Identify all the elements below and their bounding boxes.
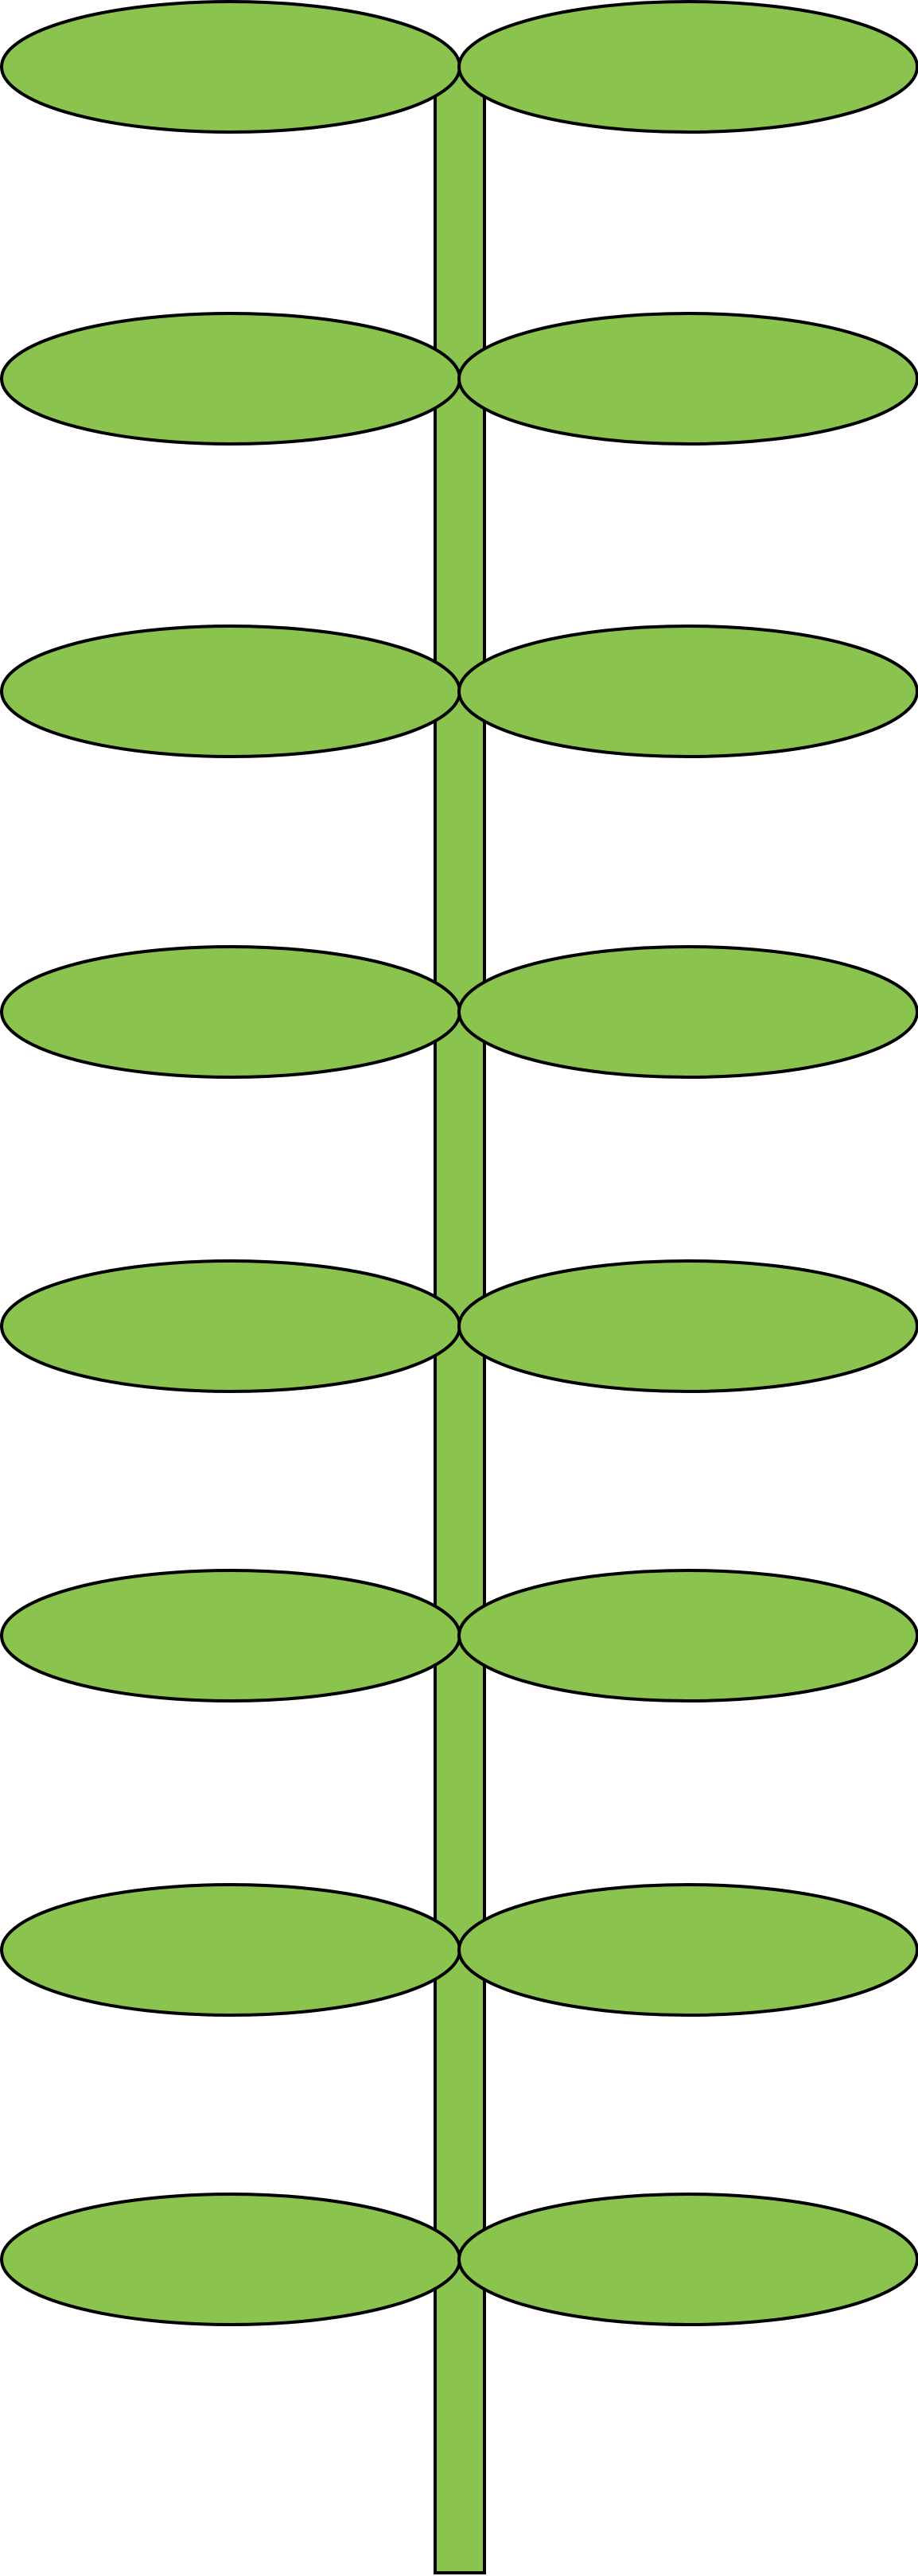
- leaf-pairs: [0, 0, 918, 2326]
- stem-segment: [434, 65, 486, 383]
- stem-segment: [434, 380, 486, 697]
- right-leaf: [457, 945, 918, 1079]
- stem-segment: [434, 1949, 486, 2267]
- stem-segment: [434, 1006, 486, 1329]
- stem-segment: [434, 694, 486, 1009]
- right-leaf: [457, 1259, 918, 1393]
- left-leaf: [0, 945, 461, 1079]
- left-leaf: [0, 2193, 461, 2326]
- leaf-pair: [0, 945, 918, 1079]
- stem-segment: [434, 2264, 486, 2574]
- left-leaf: [0, 1883, 461, 2017]
- leaf-pair: [0, 312, 918, 446]
- left-leaf: [0, 0, 461, 134]
- right-leaf: [457, 1569, 918, 1702]
- leaf-pair: [0, 1569, 918, 1702]
- right-leaf: [457, 312, 918, 446]
- leaf-pair: [0, 2193, 918, 2326]
- stem-segment: [434, 1640, 486, 1952]
- right-leaf: [457, 2193, 918, 2326]
- left-leaf: [0, 1259, 461, 1393]
- left-leaf: [0, 625, 461, 758]
- right-leaf: [457, 1883, 918, 2017]
- leaf-pair: [0, 1259, 918, 1393]
- leaf-pair: [0, 1883, 918, 2017]
- leaf-pair: [0, 0, 918, 134]
- left-leaf: [0, 312, 461, 446]
- leaf-pair: [0, 625, 918, 758]
- right-leaf: [457, 625, 918, 758]
- right-leaf: [457, 0, 918, 134]
- stem-segment: [434, 1325, 486, 1644]
- left-leaf: [0, 1569, 461, 1702]
